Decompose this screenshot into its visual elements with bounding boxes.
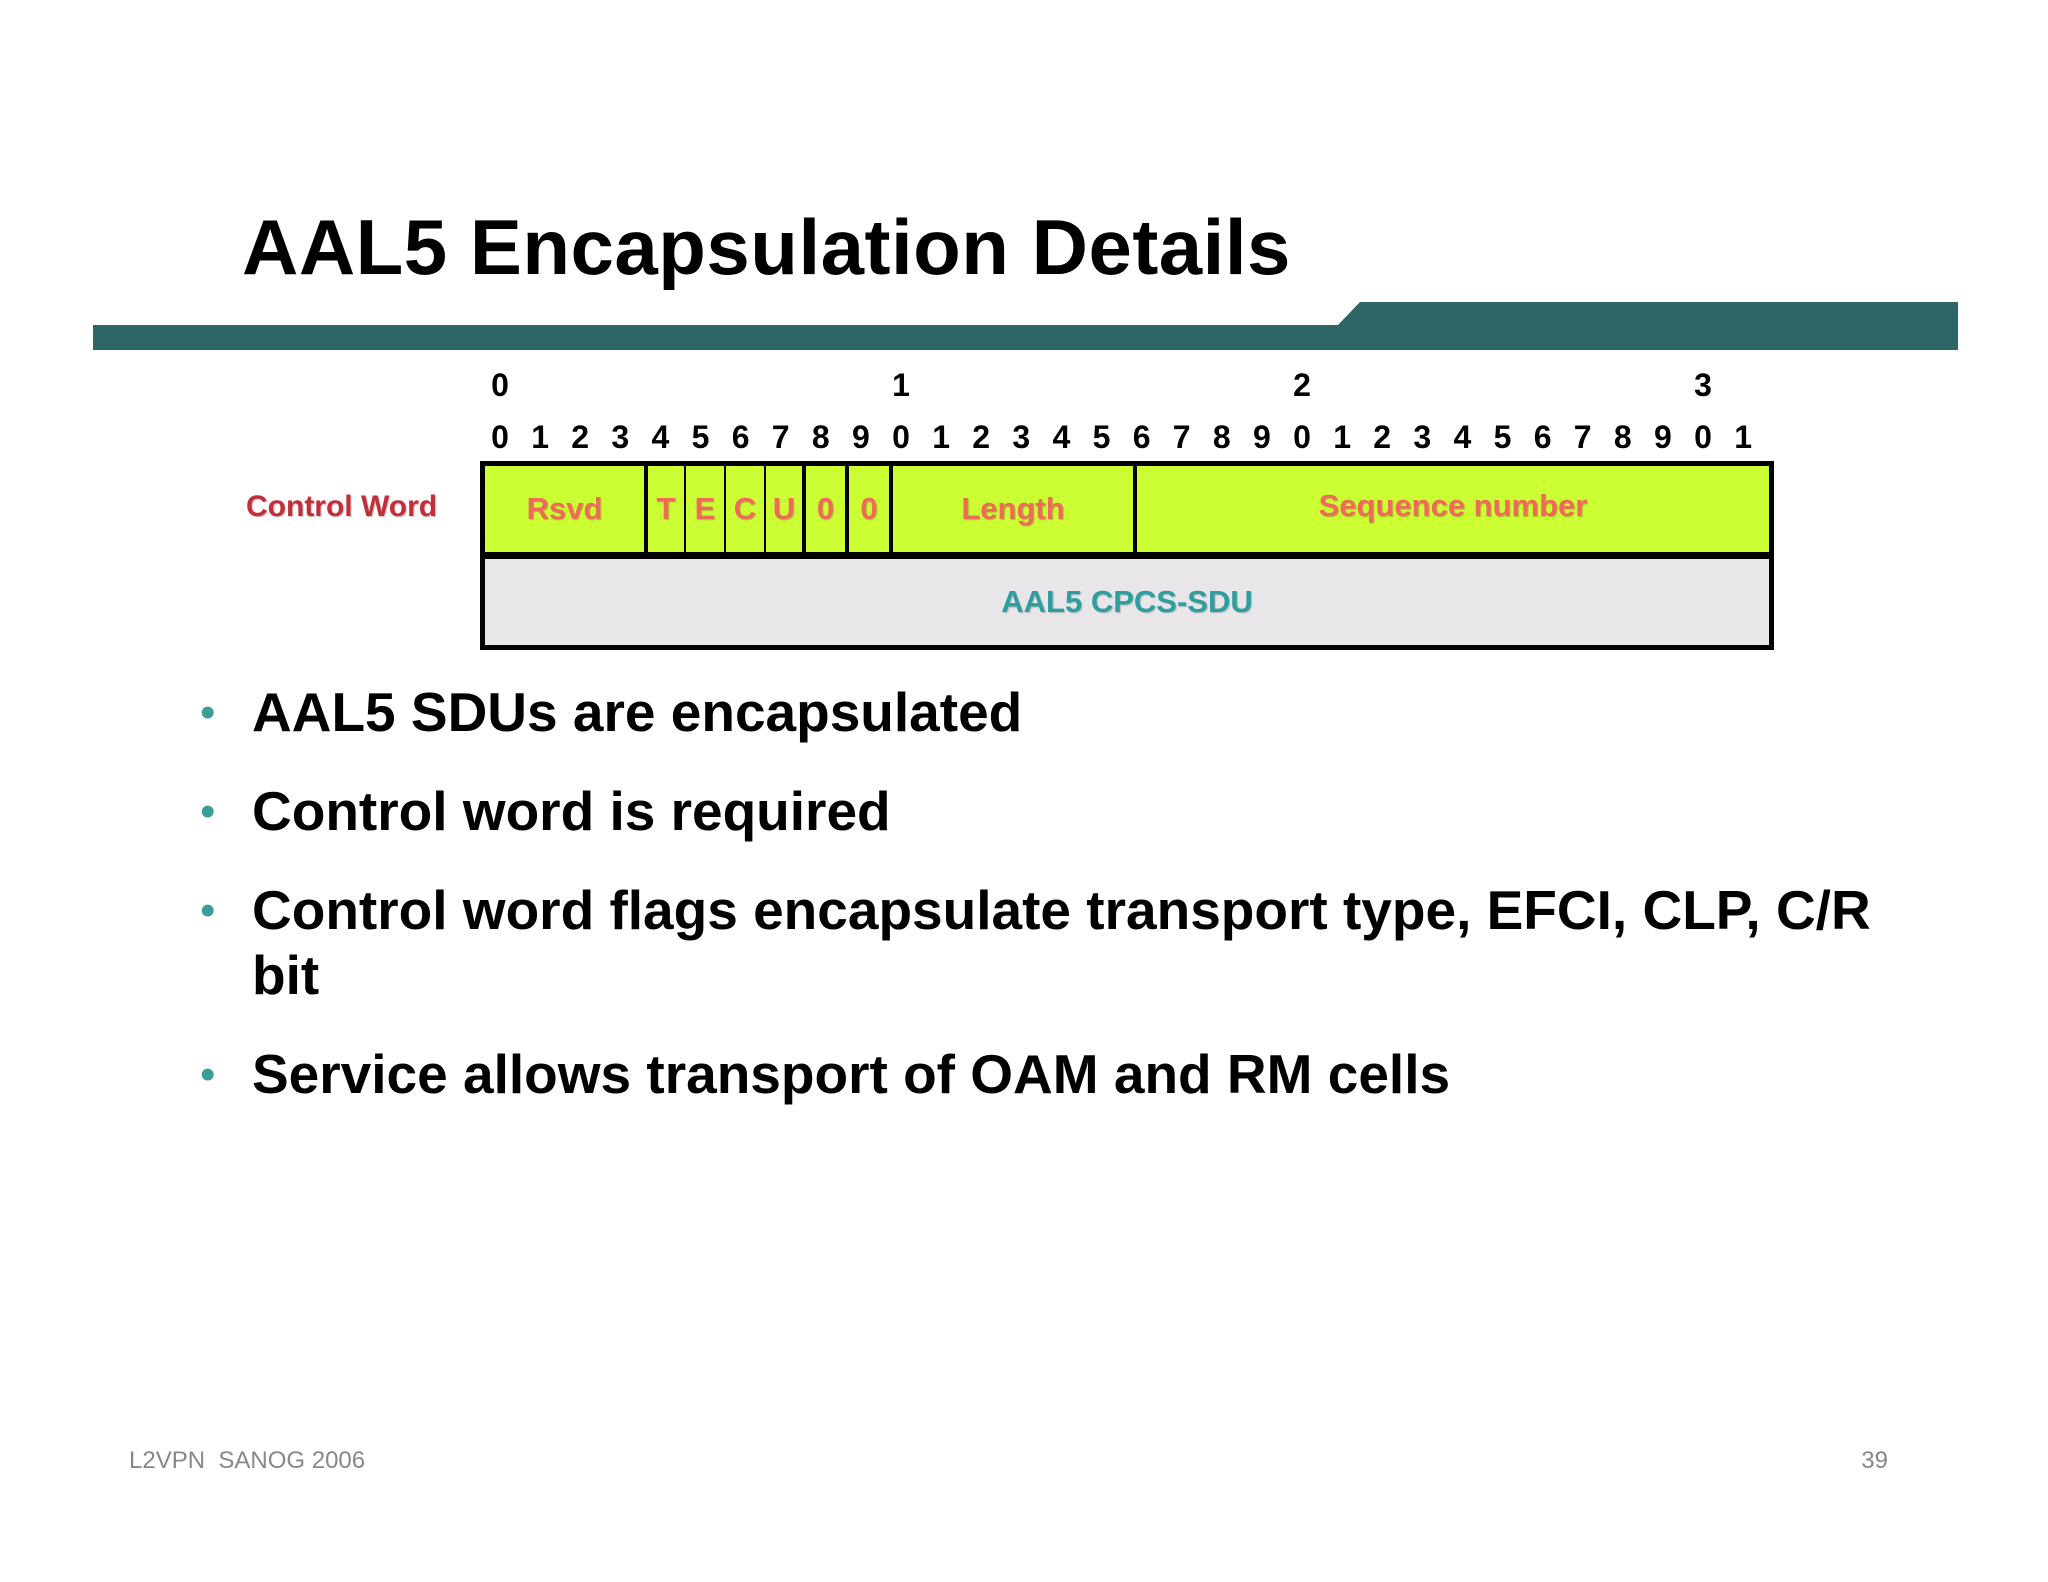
bit-unit-label: 0 (892, 419, 910, 455)
footer-text: L2VPN SANOG 2006 (129, 1447, 366, 1474)
bullet-text: AAL5 SDUs are encapsulated (252, 681, 1023, 743)
bit-unit-label: 9 (1252, 419, 1271, 455)
packet-format-diagram: Rsvd T E C U 0 0 Length Sequence number … (480, 461, 1774, 650)
bit-unit-label: 5 (691, 419, 710, 455)
page-number: 39 (1861, 1447, 1888, 1474)
bullet-item: • Control word is required (200, 779, 1880, 844)
slide-title: AAL5 Encapsulation Details (242, 203, 1291, 291)
bit-unit-label: 1 (1333, 419, 1351, 455)
bit-unit-label: 6 (1533, 419, 1552, 455)
bullet-item: • AAL5 SDUs are encapsulated (200, 680, 1880, 745)
bit-unit-label: 2 (571, 419, 590, 455)
bit-unit-label: 6 (1132, 419, 1151, 455)
bullet-text: Control word is required (252, 780, 891, 842)
bit-unit-label: 6 (731, 419, 750, 455)
bit-unit-label: 0 (1293, 419, 1311, 455)
field-rsvd: Rsvd (485, 466, 648, 552)
bit-unit-label: 9 (851, 419, 870, 455)
field-u-flag: U (766, 466, 806, 552)
bullet-item: • Service allows transport of OAM and RM… (200, 1042, 1880, 1107)
bit-unit-label: 1 (1734, 419, 1752, 455)
bit-unit-label: 8 (1212, 419, 1231, 455)
field-e-flag: E (686, 466, 726, 552)
bullet-text: Control word flags encapsulate transport… (252, 879, 1871, 1006)
bullet-dot-icon: • (200, 886, 216, 935)
bit-unit-label: 1 (531, 419, 549, 455)
bit-unit-label: 7 (771, 419, 790, 455)
field-length: Length (893, 466, 1137, 552)
bit-unit-label: 5 (1493, 419, 1512, 455)
bit-tens-label: 2 (1293, 367, 1311, 403)
bullet-text: Service allows transport of OAM and RM c… (252, 1043, 1451, 1105)
field-sequence-number: Sequence number (1318, 488, 1588, 523)
bit-unit-label: 8 (811, 419, 830, 455)
control-word-label: Control Word (246, 490, 438, 523)
bullet-dot-icon: • (200, 688, 216, 737)
bit-unit-label: 3 (611, 419, 630, 455)
bit-unit-label: 4 (651, 419, 670, 455)
bit-unit-label: 0 (491, 419, 509, 455)
bit-unit-label: 1 (932, 419, 950, 455)
bullet-dot-icon: • (200, 1050, 216, 1099)
bit-unit-label: 8 (1613, 419, 1632, 455)
control-word-row: Rsvd T E C U 0 0 Length Sequence number (480, 461, 1774, 557)
field-c-flag: C (726, 466, 766, 552)
bit-tens-label: 0 (491, 367, 509, 403)
payload-label: AAL5 CPCS-SDU (1001, 584, 1253, 619)
bit-unit-label: 4 (1453, 419, 1472, 455)
bit-unit-label: 5 (1092, 419, 1111, 455)
bit-unit-label: 3 (1413, 419, 1432, 455)
bit-unit-label: 2 (1373, 419, 1392, 455)
bit-unit-label: 2 (972, 419, 991, 455)
bit-tens-label: 3 (1694, 367, 1712, 403)
bit-unit-label: 4 (1052, 419, 1071, 455)
field-t-flag: T (648, 466, 686, 552)
bullet-item: • Control word flags encapsulate transpo… (200, 878, 1880, 1008)
bullet-dot-icon: • (200, 787, 216, 836)
title-accent-bar (93, 302, 1958, 350)
bit-ruler-tens: 0 1 2 3 (0, 369, 2048, 409)
payload-row: AAL5 CPCS-SDU (480, 554, 1774, 650)
field-zero-1: 0 (806, 466, 849, 552)
bullet-list: • AAL5 SDUs are encapsulated • Control w… (200, 680, 1880, 1141)
bit-unit-label: 9 (1653, 419, 1672, 455)
bit-unit-label: 3 (1012, 419, 1031, 455)
bit-tens-label: 1 (892, 367, 910, 403)
field-zero-2: 0 (849, 466, 893, 552)
bit-unit-label: 7 (1172, 419, 1191, 455)
bit-unit-label: 7 (1573, 419, 1592, 455)
bit-unit-label: 0 (1694, 419, 1712, 455)
